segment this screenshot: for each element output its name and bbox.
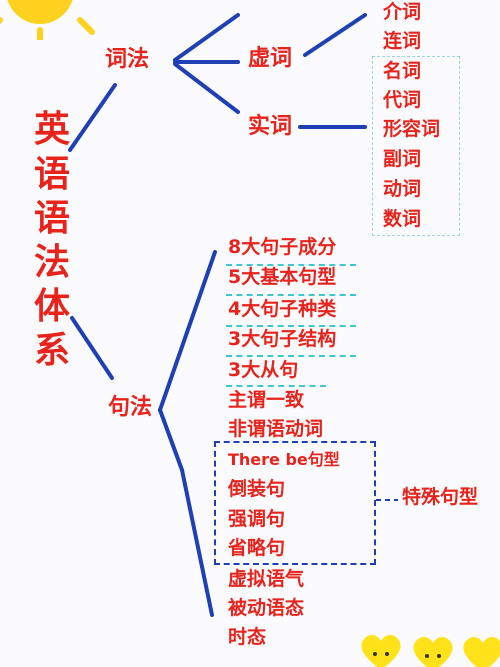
content-word-3: 形容词 bbox=[383, 118, 441, 140]
line-title-morphology bbox=[68, 83, 117, 152]
underline-3 bbox=[226, 325, 356, 327]
underline-2 bbox=[226, 294, 356, 296]
function-word-1: 介词 bbox=[383, 1, 422, 23]
syntax-item-1: 8大句子成分 bbox=[228, 236, 337, 258]
line-morphology-content bbox=[173, 62, 240, 114]
special-item-2: 倒装句 bbox=[228, 478, 286, 500]
line-syntax-vertical bbox=[180, 468, 214, 617]
content-words-frame bbox=[372, 56, 460, 236]
syntax-label: 句法 bbox=[108, 395, 153, 420]
line-title-syntax bbox=[70, 316, 114, 380]
content-word-6: 数词 bbox=[383, 208, 422, 230]
title-char-4: 法 bbox=[34, 242, 71, 283]
line-function-items bbox=[303, 13, 367, 57]
morphology-label: 词法 bbox=[105, 47, 150, 72]
syntax-item-5: 3大从句 bbox=[228, 359, 299, 381]
heart-icon bbox=[413, 636, 453, 667]
syntax-item-3: 4大句子种类 bbox=[228, 298, 337, 320]
syntax-item-6: 主谓一致 bbox=[228, 389, 305, 411]
heart-icon bbox=[361, 634, 401, 667]
line-morphology-function bbox=[173, 13, 240, 62]
title-char-3: 语 bbox=[34, 198, 71, 239]
title-char-1: 英 bbox=[34, 109, 71, 150]
content-word-5: 动词 bbox=[383, 178, 422, 200]
title-char-2: 语 bbox=[34, 154, 71, 195]
special-patterns-box bbox=[214, 441, 376, 565]
underline-1 bbox=[226, 264, 356, 266]
special-item-1: There be句型 bbox=[228, 450, 340, 469]
special-item-3: 强调句 bbox=[228, 508, 286, 530]
syntax-item-10: 时态 bbox=[228, 626, 267, 648]
special-item-4: 省略句 bbox=[228, 537, 286, 559]
special-patterns-label: 特殊句型 bbox=[402, 486, 479, 508]
underline-4 bbox=[226, 355, 356, 357]
content-words-label: 实词 bbox=[248, 114, 293, 139]
function-words-label: 虚词 bbox=[248, 46, 293, 71]
underline-5 bbox=[226, 385, 326, 387]
content-word-4: 副词 bbox=[383, 148, 422, 170]
syntax-item-9: 被动语态 bbox=[228, 597, 305, 619]
title-char-5: 体 bbox=[34, 286, 71, 327]
syntax-item-7: 非谓语动词 bbox=[228, 418, 324, 440]
content-word-1: 名词 bbox=[383, 60, 422, 82]
function-word-2: 连词 bbox=[383, 30, 422, 52]
line-syntax-upper bbox=[158, 250, 217, 412]
title-char-6: 系 bbox=[34, 330, 71, 371]
heart-icon bbox=[463, 636, 500, 667]
content-word-2: 代词 bbox=[383, 89, 422, 111]
sun-icon bbox=[0, 0, 95, 40]
syntax-item-8: 虚拟语气 bbox=[228, 568, 305, 590]
line-syntax-lower bbox=[158, 408, 184, 472]
syntax-item-2: 5大基本句型 bbox=[228, 266, 337, 288]
syntax-item-4: 3大句子结构 bbox=[228, 328, 337, 350]
